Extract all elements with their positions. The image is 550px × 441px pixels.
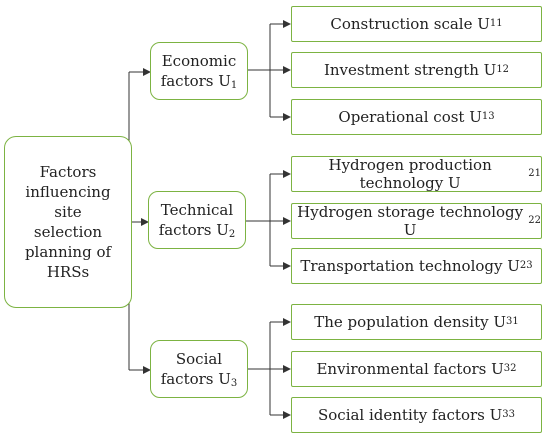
root-line: site bbox=[54, 203, 82, 221]
root-line: planning of bbox=[24, 243, 112, 261]
leaf-label: The population density U bbox=[314, 313, 507, 331]
category-line: factors U3 bbox=[161, 369, 238, 389]
leaf-label: Operational cost U bbox=[338, 108, 482, 126]
leaf-label: Hydrogen production technology U bbox=[328, 156, 492, 192]
root-node: Factors influencing site selection plann… bbox=[4, 136, 132, 308]
category-label: factors U bbox=[158, 221, 229, 239]
root-line: HRSs bbox=[46, 263, 90, 281]
root-line: Factors bbox=[39, 163, 97, 181]
category-label: factors U bbox=[160, 72, 231, 90]
leaf-label: Construction scale U bbox=[330, 15, 490, 33]
category-line: Social bbox=[175, 350, 223, 368]
leaf-label: Transportation technology U bbox=[300, 257, 520, 275]
category-subscript: 3 bbox=[230, 378, 238, 389]
root-line: selection bbox=[33, 223, 103, 241]
root-line: influencing bbox=[25, 183, 111, 201]
leaf-label: Investment strength U bbox=[323, 61, 497, 79]
category-subscript: 1 bbox=[230, 80, 238, 91]
category-line: factors U2 bbox=[159, 220, 236, 240]
leaf-label: Environmental factors U bbox=[316, 360, 504, 378]
category-node-social: Social factors U3 bbox=[150, 340, 248, 398]
category-label: factors U bbox=[160, 370, 231, 388]
category-line: Technical bbox=[160, 201, 234, 219]
leaf-label: Hydrogen storage technology U bbox=[297, 203, 524, 239]
category-node-technical: Technical factors U2 bbox=[148, 191, 246, 249]
category-line: factors U1 bbox=[161, 71, 238, 91]
leaf-label: Social identity factors U bbox=[317, 406, 503, 424]
category-node-economic: Economic factors U1 bbox=[150, 42, 248, 100]
category-line: Economic bbox=[161, 52, 237, 70]
category-subscript: 2 bbox=[228, 229, 236, 240]
